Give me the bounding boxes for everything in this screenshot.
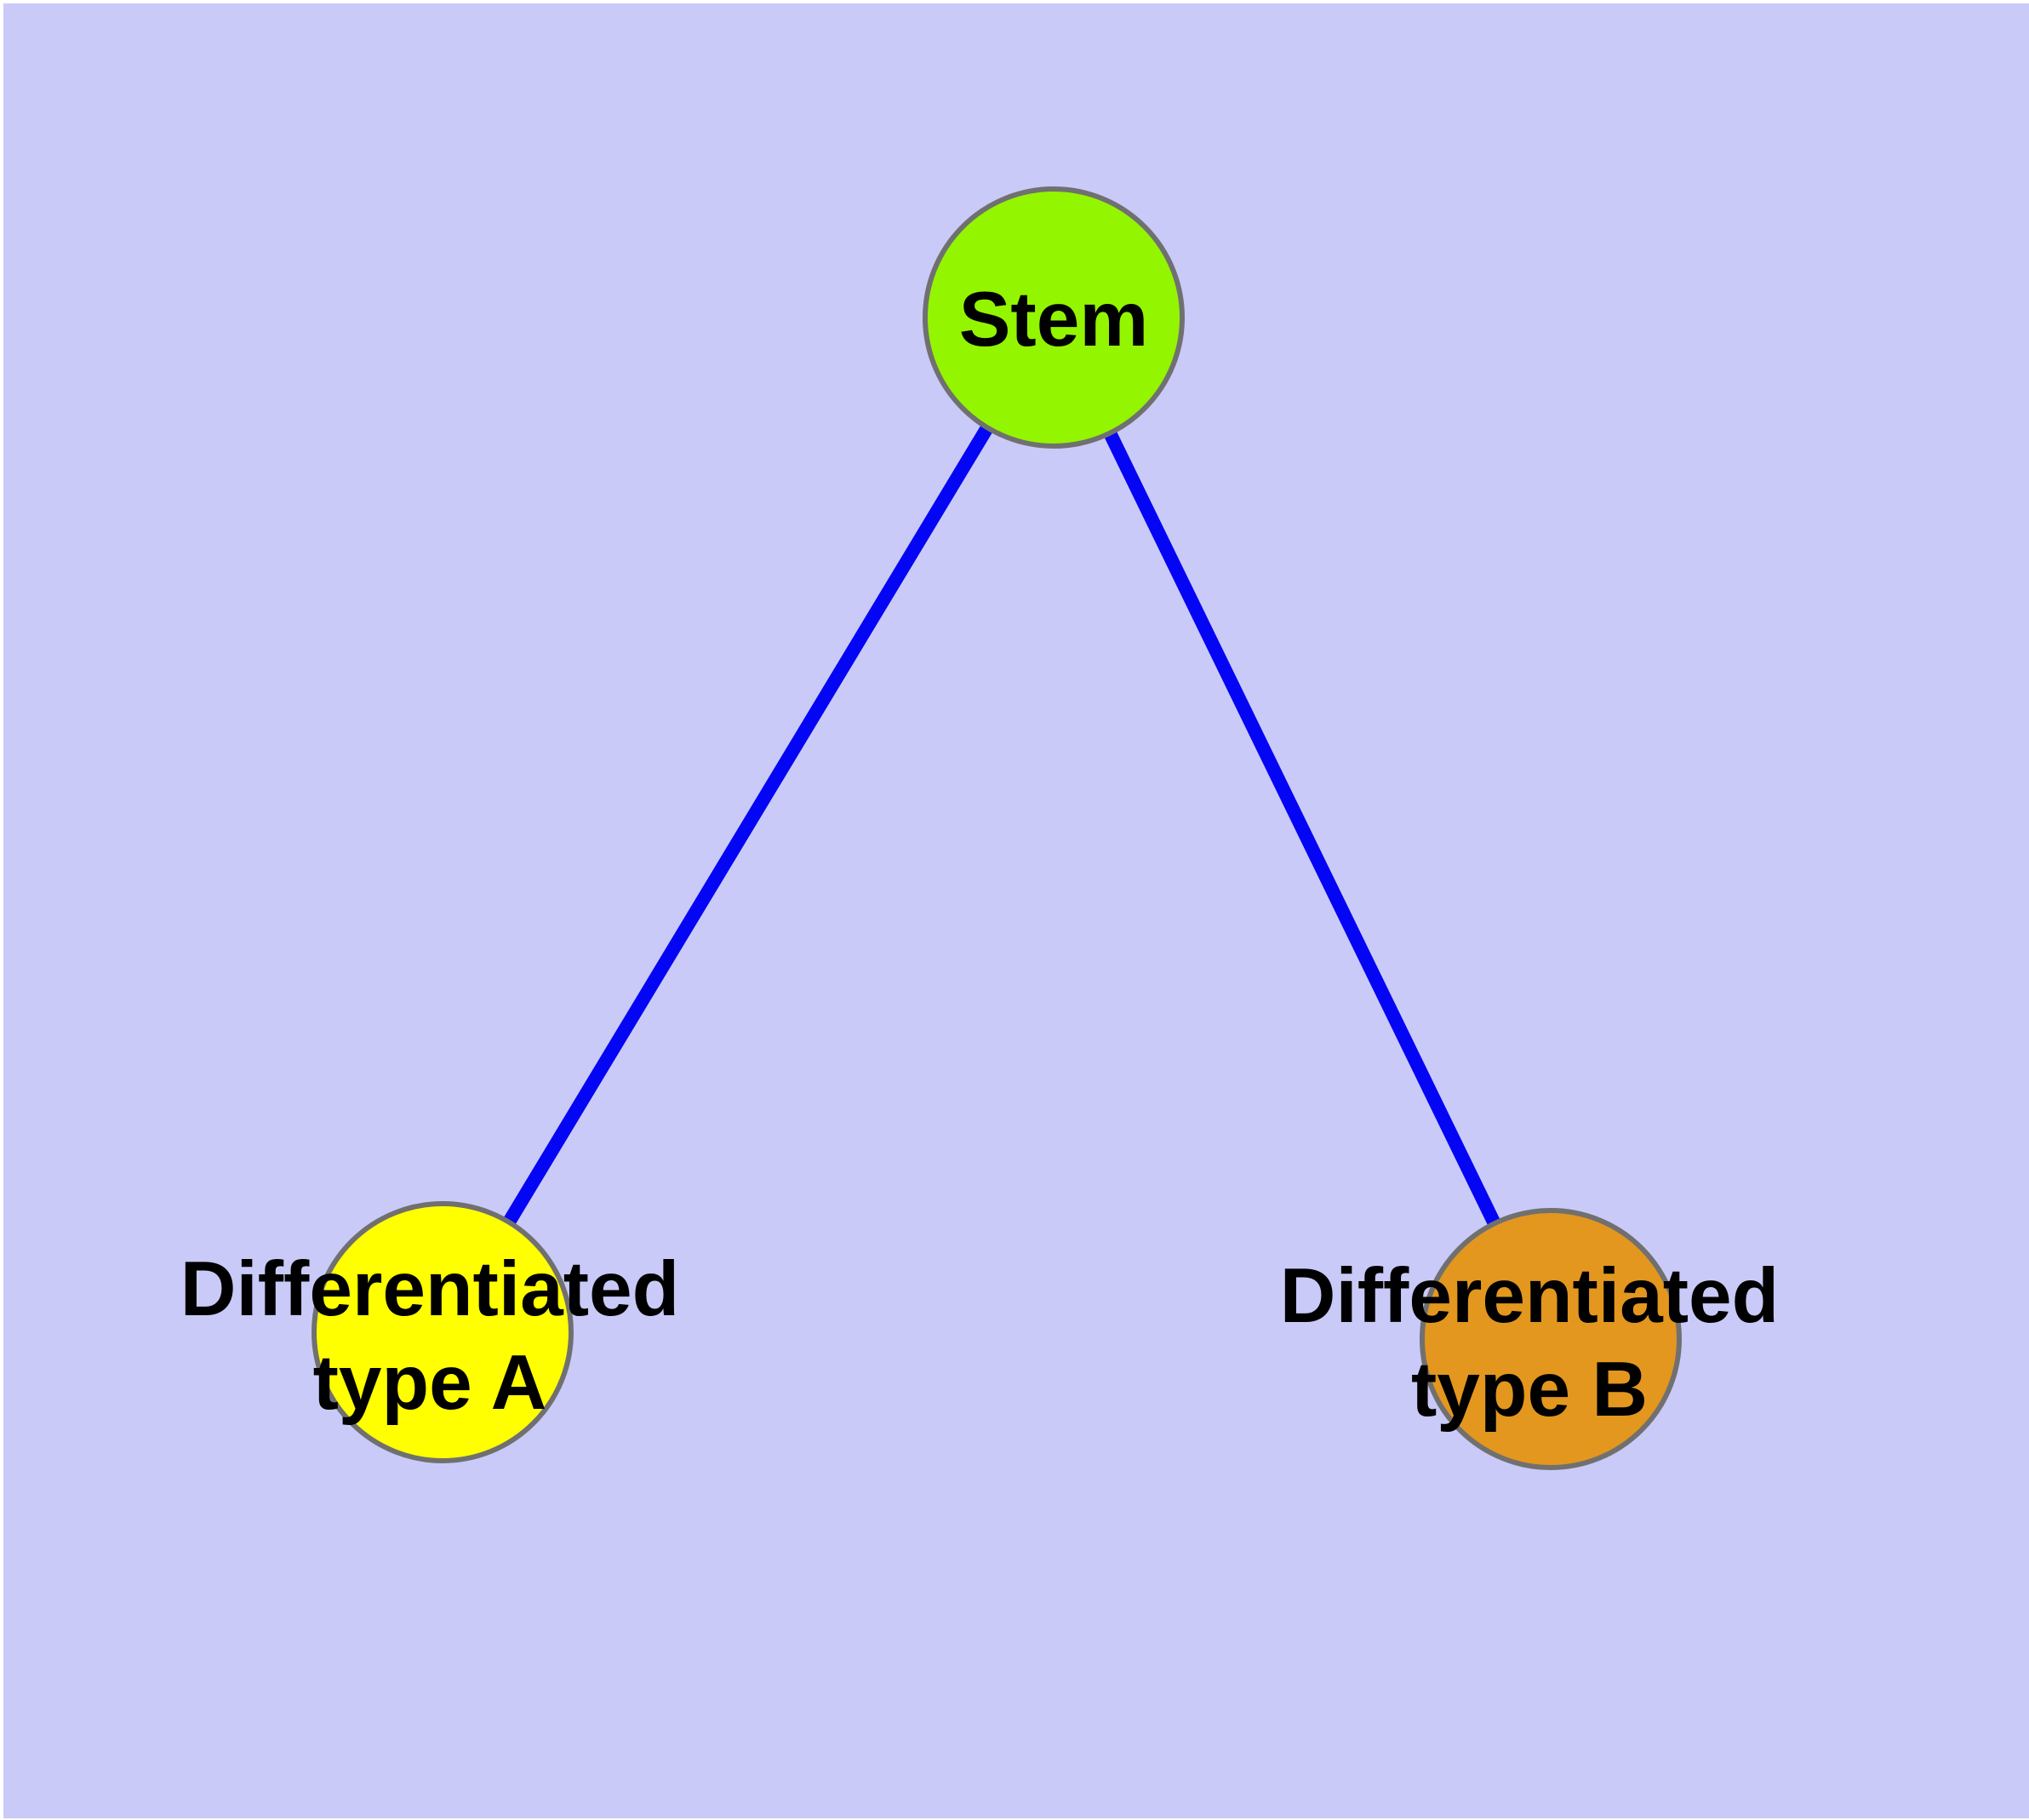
node-differentiated-type-a-label-line-1: Differentiated xyxy=(180,1246,680,1332)
edge-stem-to-differentiated-type-b xyxy=(1047,314,1557,1342)
left-margin-strip xyxy=(0,0,3,1820)
node-stem-label: Stem xyxy=(959,277,1149,363)
node-differentiated-type-b xyxy=(1420,1208,1682,1470)
node-stem xyxy=(923,186,1185,449)
edge-stem-to-differentiated-type-a xyxy=(437,313,1060,1336)
top-margin-strip xyxy=(0,0,2029,3)
node-differentiated-type-a-label-line-2: type A xyxy=(313,1340,547,1426)
node-differentiated-type-a xyxy=(311,1201,574,1463)
node-differentiated-type-b-label-line-1: Differentiated xyxy=(1280,1253,1780,1339)
node-differentiated-type-b-label-line-2: type B xyxy=(1411,1347,1648,1433)
bottom-margin-strip xyxy=(0,1818,2029,1820)
